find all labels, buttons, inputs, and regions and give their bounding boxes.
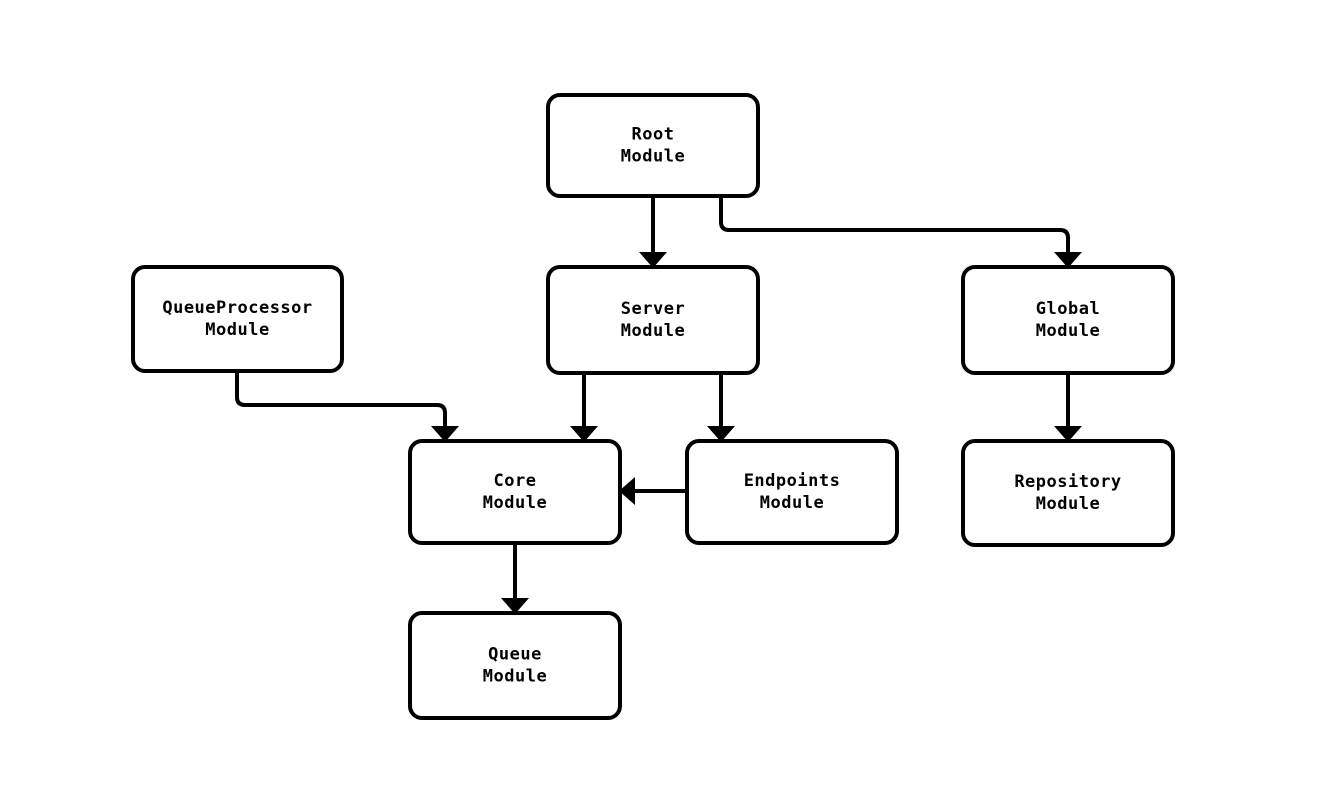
arrowhead-head-queueprocessor-to-core xyxy=(431,426,459,442)
arrowhead-head-server-to-endpoints xyxy=(707,426,735,442)
node-label-server-line2: Module xyxy=(621,321,685,341)
node-label-core-line1: Core xyxy=(494,471,537,491)
arrowhead-head-global-to-repository xyxy=(1054,426,1082,442)
node-box-queue[interactable] xyxy=(408,611,622,720)
node-box-endpoints[interactable] xyxy=(685,439,899,545)
node-label-global-line2: Module xyxy=(1036,321,1100,341)
edge-queueprocessor-to-core xyxy=(235,371,447,426)
arrowhead-head-core-to-queue xyxy=(501,598,529,614)
node-label-root-line2: Module xyxy=(621,147,685,167)
node-label-repository-line2: Module xyxy=(1036,494,1100,514)
node-box-server[interactable] xyxy=(546,265,760,375)
edges-layer xyxy=(235,196,1070,598)
arrowhead-head-endpoints-to-core xyxy=(619,477,635,505)
node-box-repository[interactable] xyxy=(961,439,1175,547)
node-label-repository-line1: Repository xyxy=(1014,472,1121,492)
node-label-queueprocessor-line2: Module xyxy=(205,320,269,340)
node-box-root[interactable] xyxy=(546,93,760,198)
node-label-queue-line1: Queue xyxy=(488,645,542,665)
arrowheads-layer xyxy=(431,252,1082,614)
node-box-global[interactable] xyxy=(961,265,1175,375)
nodes-layer: RootModuleQueueProcessorModuleServerModu… xyxy=(131,93,1175,720)
node-box-core[interactable] xyxy=(408,439,622,545)
arrowhead-head-server-to-core xyxy=(570,426,598,442)
node-label-core-line2: Module xyxy=(483,493,547,513)
node-label-endpoints-line1: Endpoints xyxy=(744,471,841,491)
arrowhead-head-root-to-server xyxy=(639,252,667,268)
node-label-queueprocessor-line1: QueueProcessor xyxy=(162,298,312,318)
arrowhead-head-root-to-global xyxy=(1054,252,1082,268)
node-label-server-line1: Server xyxy=(621,299,685,319)
edge-root-to-global xyxy=(719,196,1070,252)
node-label-root-line1: Root xyxy=(632,125,675,145)
node-box-queueprocessor[interactable] xyxy=(131,265,344,373)
node-label-endpoints-line2: Module xyxy=(760,493,824,513)
node-label-queue-line2: Module xyxy=(483,667,547,687)
node-label-global-line1: Global xyxy=(1036,299,1100,319)
